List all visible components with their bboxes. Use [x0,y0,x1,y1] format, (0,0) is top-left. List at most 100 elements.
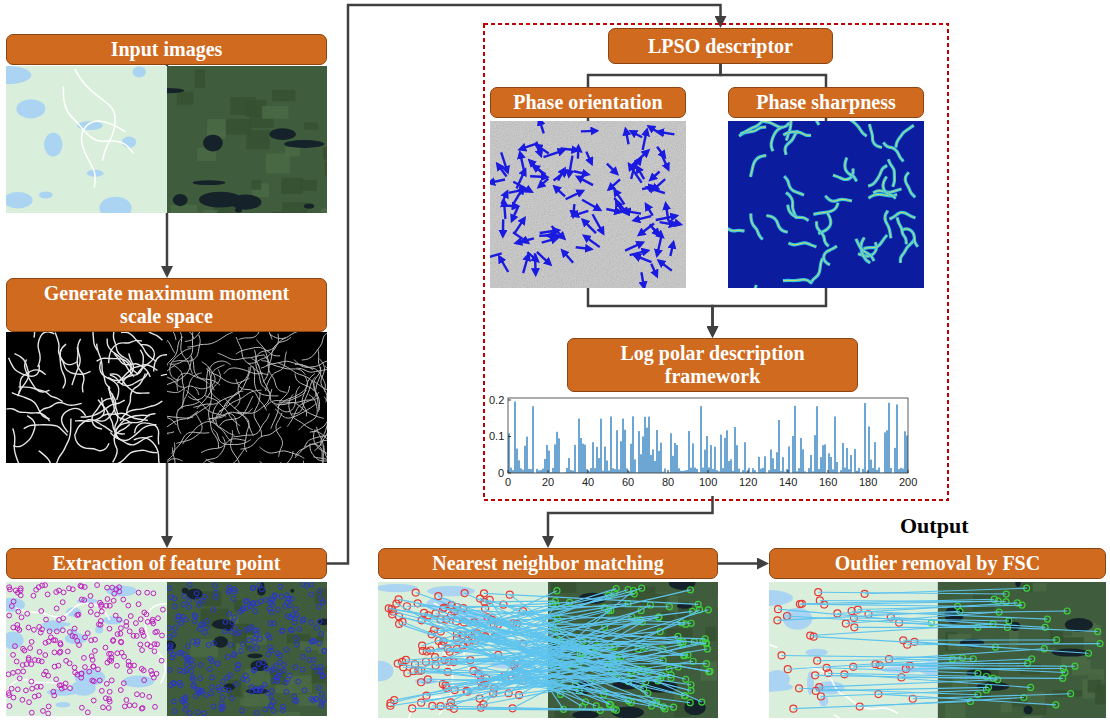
feature-point [205,619,210,624]
match-line [793,701,970,708]
moment-edge [265,390,306,408]
axis-tick-label: 100 [699,476,717,488]
histogram-bar [884,432,885,473]
process-box: Nearest neighbor matching [378,548,718,579]
sharpness-peak [905,172,915,197]
histogram-bar [544,459,545,473]
feature-point [264,666,269,671]
axis-tick [748,470,749,473]
feature-point [104,681,109,686]
axis-tick [788,470,789,473]
map-lake [1024,706,1033,715]
feature-point [307,658,312,663]
histogram-bar [620,441,621,473]
histogram-bar [886,430,887,473]
feature-point [68,686,73,691]
histogram-bar [612,468,613,473]
moment-edge [254,392,261,437]
feature-point [21,646,26,651]
orientation-arrow [573,211,588,216]
histogram-bar [686,470,687,473]
histogram-bar [794,406,795,473]
feature-point [294,642,299,647]
orientation-arrow [520,144,536,149]
sharpness-ridge [733,285,757,288]
histogram-bar [556,432,557,473]
histogram-bar [646,428,647,473]
histogram-bar [742,470,743,473]
feature-point [139,706,144,711]
target-point [705,607,711,613]
histogram-bar [810,455,811,473]
feature-point [117,617,122,622]
histogram-bar [772,458,773,473]
histogram-bar [512,470,513,473]
axis-tick [668,470,669,473]
orientation-arrow [577,146,580,158]
histogram-bar [896,404,897,473]
feature-point [98,619,103,624]
feature-point [300,654,305,659]
match-line [777,611,960,620]
moment-edge [13,416,35,447]
match-line [441,605,651,706]
feature-point [317,686,322,691]
feature-point [133,621,138,626]
map-lake [1065,618,1093,632]
map-patch [282,202,307,213]
sharpness-peak [763,121,790,127]
feature-point [169,595,174,600]
histogram-bar [600,419,601,473]
map-patch [244,692,269,706]
feature-point [104,603,109,608]
feature-point [196,688,201,693]
feature-point [268,704,273,709]
map-road [74,69,115,161]
match-line [456,617,631,622]
map-patch [177,92,194,105]
map-patch [1088,669,1104,680]
map-lake [572,711,598,718]
source-point [435,593,442,600]
feature-point [65,649,70,654]
feature-point [46,711,51,716]
moment-edge [271,462,284,463]
feature-point [225,675,230,680]
map-lake [290,589,294,593]
map-lake [39,192,53,199]
moment-edge [60,350,90,375]
orientation-arrow [584,236,599,247]
feature-point [278,584,283,589]
moment-edge [6,332,35,338]
feature-point [255,601,260,606]
map-lake [102,616,123,624]
match-line [402,661,618,662]
feature-point [244,628,249,633]
feature-point [91,698,96,703]
feature-point [183,707,188,712]
feature-point [228,642,233,647]
moment-edge [310,443,327,461]
match-line [827,668,978,674]
moment-edge [122,350,143,385]
feature-point [124,624,129,629]
match-line [438,596,582,653]
feature-point [253,609,258,614]
moment-edge [239,332,272,339]
orientation-arrow [536,145,548,153]
feature-point [309,582,314,587]
axis-tick [508,436,511,437]
box-label: Log polar description framework [583,342,843,388]
axis-tick-label: 200 [899,476,917,488]
feature-point [54,677,59,682]
sharpness-peak [783,280,812,284]
feature-point [227,611,232,616]
orientation-arrow [499,257,508,272]
sharpness-peak [845,121,867,136]
feature-point [6,672,11,677]
orientation-arrow [514,218,524,233]
feature-point [314,625,319,630]
feature-point [177,651,182,656]
histogram-bar [656,430,657,473]
feature-point [273,663,278,668]
